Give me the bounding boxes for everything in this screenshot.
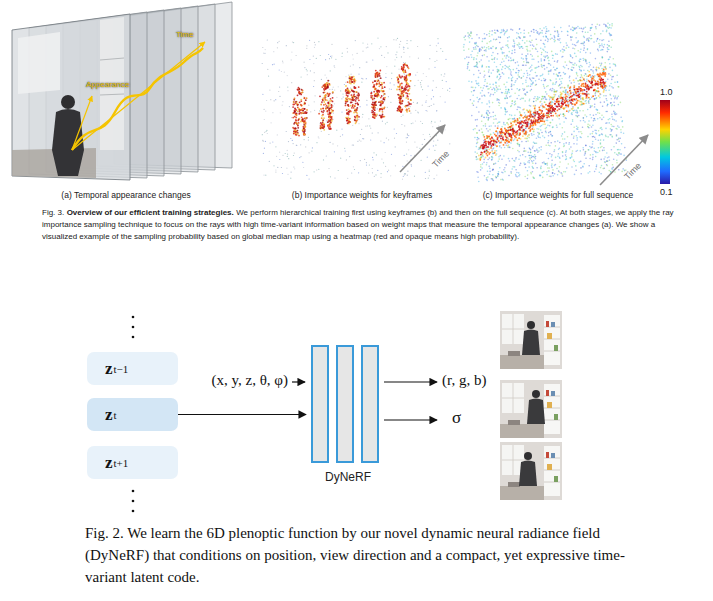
rendered-frames [500,311,562,500]
latent-symbol: z [105,453,113,473]
frame-stack [12,2,232,180]
axis-label: Time [621,159,645,183]
input-label: (x, y, z, θ, φ) [176,372,288,389]
axis-label: Appearance [86,80,129,89]
colorbar [660,100,670,184]
connector-arrow [178,414,306,415]
latent-symbol: z [105,359,113,379]
full-sequence-weight-cloud [463,23,628,183]
latent-code-box: zt−1 [87,352,178,385]
output-label: σ [452,408,461,428]
colorbar-tick: 1.0 [660,87,673,97]
latent-subscript: t [114,409,117,421]
subfigure-caption: (c) Importance weights for full sequence [462,191,654,201]
input-arrow [292,381,305,382]
network-block: DyNeRF [306,344,390,490]
output-label: (r, g, b) [442,372,486,389]
keyframe-weight-cloud [262,38,451,180]
latent-symbol: z [105,405,113,425]
time-appearance-arrows [72,42,205,150]
figure-caption: Fig. 2. We learn the 6D plenoptic functi… [85,522,651,588]
caption-number: Fig. 3. [42,208,64,217]
latent-subscript: t−1 [114,363,129,375]
output-arrow [384,381,437,382]
network-name: DyNeRF [306,470,390,484]
subfigure-caption: (a) Temporal appearance changes [15,191,237,201]
network-layers [306,344,384,466]
axis-label: Time [429,147,453,171]
caption-title: Overview of our efficient training strat… [67,208,234,217]
time-arrow [600,135,648,185]
figure-caption: Fig. 3.Overview of our efficient trainin… [42,207,690,243]
latent-code-box: zt+1 [87,446,178,479]
layer-bar [337,346,353,462]
output-arrow [384,419,437,420]
subfigure-caption: (b) Importance weights for keyframes [260,191,464,201]
layer-bar [362,346,378,462]
latent-subscript: t+1 [114,457,129,469]
axis-label: Time [176,30,193,39]
layer-bar [312,346,328,462]
latent-code-box: zt [87,398,178,431]
colorbar-tick: 0.1 [660,187,673,197]
